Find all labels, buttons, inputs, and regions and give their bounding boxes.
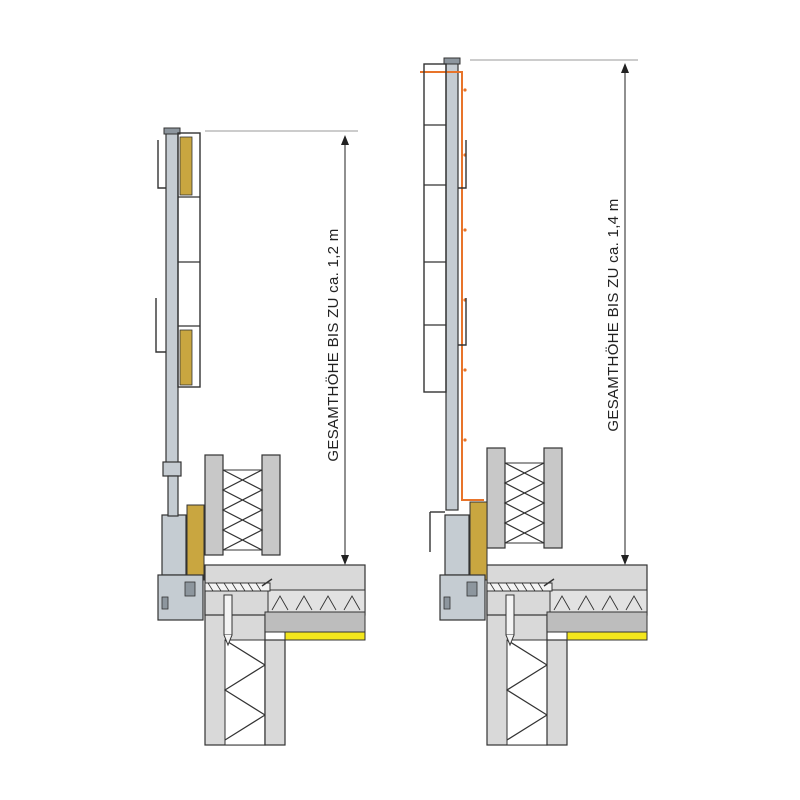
left-rail-clips <box>155 140 166 353</box>
right-diagram: GESAMTHÖHE BIS ZU ca. 1,4 m <box>420 57 648 746</box>
right-rail-clips <box>458 140 467 346</box>
left-base-bracket <box>157 514 204 621</box>
right-anchor-bolt <box>486 578 555 647</box>
left-roof-slab <box>204 564 366 641</box>
left-parapet-insulation <box>204 454 281 556</box>
left-height-label: GESAMTHÖHE BIS ZU ca. 1,2 m <box>324 228 342 461</box>
right-parapet-insulation <box>486 447 563 549</box>
right-wood-packer <box>469 501 488 581</box>
right-dimension: GESAMTHÖHE BIS ZU ca. 1,4 m <box>470 59 638 565</box>
right-base-bracket <box>429 511 486 621</box>
left-anchor-bolt <box>204 578 273 647</box>
left-dimension: GESAMTHÖHE BIS ZU ca. 1,2 m <box>205 130 358 565</box>
left-wood-packer <box>186 504 205 581</box>
left-main-post <box>162 127 182 517</box>
right-guard-rail <box>423 63 447 393</box>
left-diagram: GESAMTHÖHE BIS ZU ca. 1,2 m <box>155 127 366 746</box>
left-guard-rail <box>177 132 201 388</box>
right-height-label: GESAMTHÖHE BIS ZU ca. 1,4 m <box>604 198 622 431</box>
